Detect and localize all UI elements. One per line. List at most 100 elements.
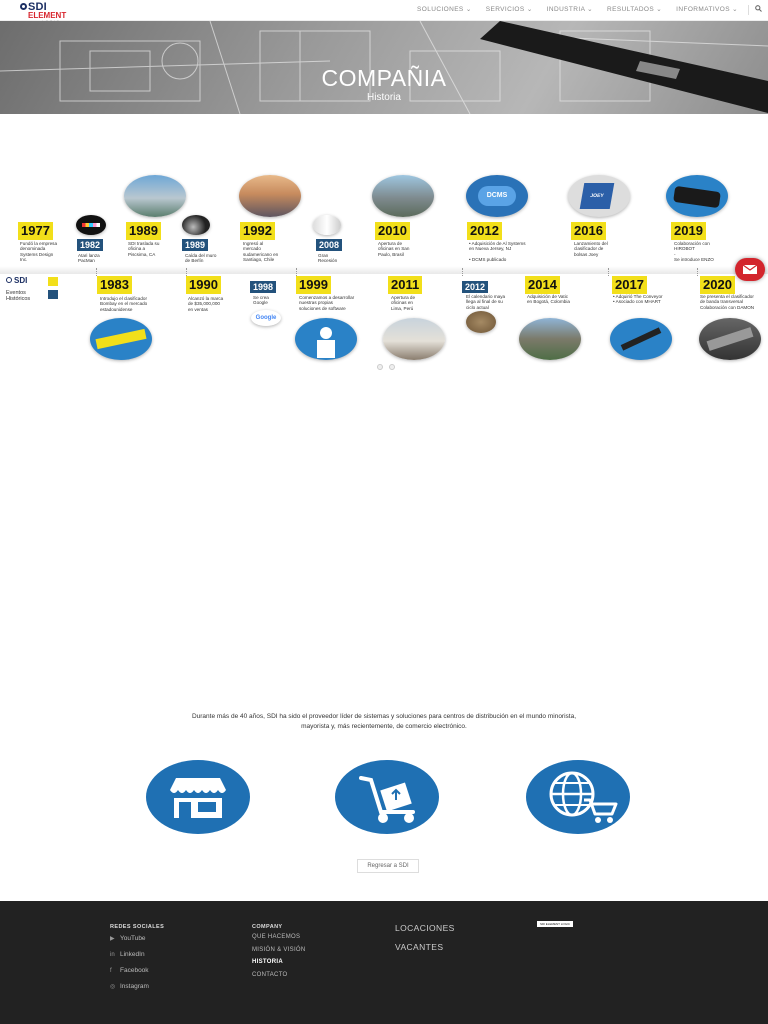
store-icon (170, 778, 226, 818)
feature-ecommerce (526, 760, 630, 834)
menu-item-informativos[interactable]: INFORMATIVOS ⌄ (676, 6, 738, 13)
menu-item-resultados[interactable]: RESULTADOS ⌄ (607, 6, 663, 13)
event-1999: Comenzamos a desarrollar nuestras propia… (299, 295, 355, 311)
carousel-dots (377, 364, 395, 370)
hirobot-graphic (666, 175, 728, 217)
year-1992: 1992 (240, 222, 275, 240)
footer-links-column: LOCACIONES VACANTES (395, 919, 455, 957)
page-title: COMPAÑIA (321, 65, 447, 91)
menu-item-servicios[interactable]: SERVICIOS ⌄ (485, 6, 533, 13)
contact-mail-button[interactable] (735, 258, 765, 281)
year-2008: 2008 (316, 239, 343, 251)
logo-line-2: ELEMENT (28, 11, 67, 20)
event-1983: Introdujo el clasificador Bombay en el m… (100, 296, 148, 312)
joey-sorter-graphic: JOEY (568, 175, 630, 217)
year-2017: 2017 (612, 276, 647, 294)
year-2019: 2019 (671, 222, 706, 240)
social-title: REDES SOCIALES (110, 924, 165, 930)
legend-yellow-square (48, 277, 58, 286)
footer-link-historia[interactable]: HISTORIA (252, 959, 283, 965)
connector-line (296, 268, 297, 276)
year-1982: 1982 (77, 239, 104, 251)
envelope-icon (743, 265, 757, 274)
footer-link-vacantes[interactable]: VACANTES (395, 942, 444, 952)
photo-recession (313, 215, 341, 235)
year-1989b: 1989 (182, 239, 209, 251)
top-navbar: SDI ELEMENT LOGIC SOLUCIONES ⌄ SERVICIOS… (0, 0, 768, 24)
hero-banner: COMPAÑIA Historia (0, 21, 768, 114)
footer-brand-badge: SDI ELEMENT LOGIC (537, 921, 573, 927)
google-logo: Google (251, 310, 281, 326)
hand-truck-icon (359, 776, 415, 823)
sdi-element-logo[interactable]: SDI ELEMENT LOGIC (20, 1, 92, 24)
menu-item-industria[interactable]: INDUSTRIA ⌄ (546, 6, 593, 13)
event-2011: Apertura de oficinas en Lima, Perú (391, 295, 416, 311)
year-2016: 2016 (571, 222, 606, 240)
feature-wholesale (335, 760, 439, 834)
page-subtitle: Historia (367, 92, 401, 103)
menu-item-soluciones[interactable]: SOLUCIONES ⌄ (417, 6, 472, 13)
connector-line (96, 268, 97, 276)
event-2019: Colaboración con HIROBOT - Se introduce … (674, 241, 714, 263)
footer-link-contacto[interactable]: CONTACTO (252, 971, 288, 978)
event-1989b: Caída del muro de Berlín (185, 253, 217, 264)
photo-bogota (519, 318, 581, 360)
year-1998: 1998 (250, 281, 277, 293)
year-2010: 2010 (375, 222, 410, 240)
year-1989a: 1989 (126, 222, 161, 240)
year-2020: 2020 (700, 276, 735, 294)
carousel-dot-1[interactable] (377, 364, 383, 370)
year-1977: 1977 (18, 222, 53, 240)
legend-label: Eventos Históricos (6, 290, 31, 302)
social-instagram[interactable]: ◎Instagram (110, 979, 164, 995)
connector-line (608, 268, 609, 276)
history-timeline: DCMS JOEY 1977 Fundó la empresa denomina… (0, 158, 768, 390)
year-1990: 1990 (186, 276, 221, 294)
maya-calendar-graphic (466, 311, 496, 333)
back-to-sdi-button[interactable]: Regresar a SDI (357, 859, 419, 873)
event-2016: Lanzamiento del clasificador de bolsas J… (574, 241, 608, 257)
photo-santiago (239, 175, 301, 217)
connector-line (697, 268, 698, 276)
conveyor-graphic (610, 318, 672, 360)
facebook-icon: f (110, 968, 112, 974)
year-2012b: 2012 (462, 281, 489, 293)
event-2017: • Adquirió The Conveyor • Asociado con M… (613, 294, 663, 305)
year-1983: 1983 (97, 276, 132, 294)
legend: SDI Eventos Históricos (6, 276, 58, 302)
photo-pacman (76, 215, 106, 235)
carousel-dot-2[interactable] (389, 364, 395, 370)
year-2014: 2014 (525, 276, 560, 294)
footer-company-column: COMPANY QUE HACEMOS MISIÓN & VISIÓN HIST… (252, 923, 306, 981)
year-2012a: 2012 (467, 222, 502, 240)
event-1982: Atari lanza PacMan (78, 253, 100, 264)
search-icon[interactable] (748, 5, 762, 15)
footer-link-mision[interactable]: MISIÓN & VISIÓN (252, 946, 306, 953)
year-2011: 2011 (388, 276, 423, 294)
youtube-icon: ▶ (110, 936, 115, 942)
connector-line (186, 268, 187, 276)
event-1992: Ingresó al mercado sudamericano en Santi… (243, 241, 279, 263)
event-2014: Adquisición de Vatic en Bogotá, Colombia (527, 294, 570, 305)
instagram-icon: ◎ (110, 984, 116, 990)
dcms-label: DCMS (478, 186, 516, 206)
pen-graphic (480, 21, 768, 113)
social-youtube[interactable]: ▶YouTube (110, 931, 164, 947)
main-menu: SOLUCIONES ⌄ SERVICIOS ⌄ INDUSTRIA ⌄ RES… (417, 6, 738, 14)
linkedin-icon: in (110, 952, 115, 958)
bombay-sorter-graphic (90, 318, 152, 360)
photo-berlin-wall (182, 215, 210, 235)
logo-line-1: SDI (28, 1, 47, 13)
footer-link-locaciones[interactable]: LOCACIONES (395, 923, 455, 933)
intro-text: Durante más de 40 años, SDI ha sido el p… (191, 713, 577, 730)
photo-cityscape-1989 (124, 175, 186, 217)
feature-retail (146, 760, 250, 834)
event-2010: Apertura de oficinas en San Paulo, Brasi… (378, 241, 410, 257)
footer-link-que-hacemos[interactable]: QUE HACEMOS (252, 934, 301, 940)
legend-brand: SDI (6, 276, 27, 286)
photo-sao-paulo (372, 175, 434, 217)
